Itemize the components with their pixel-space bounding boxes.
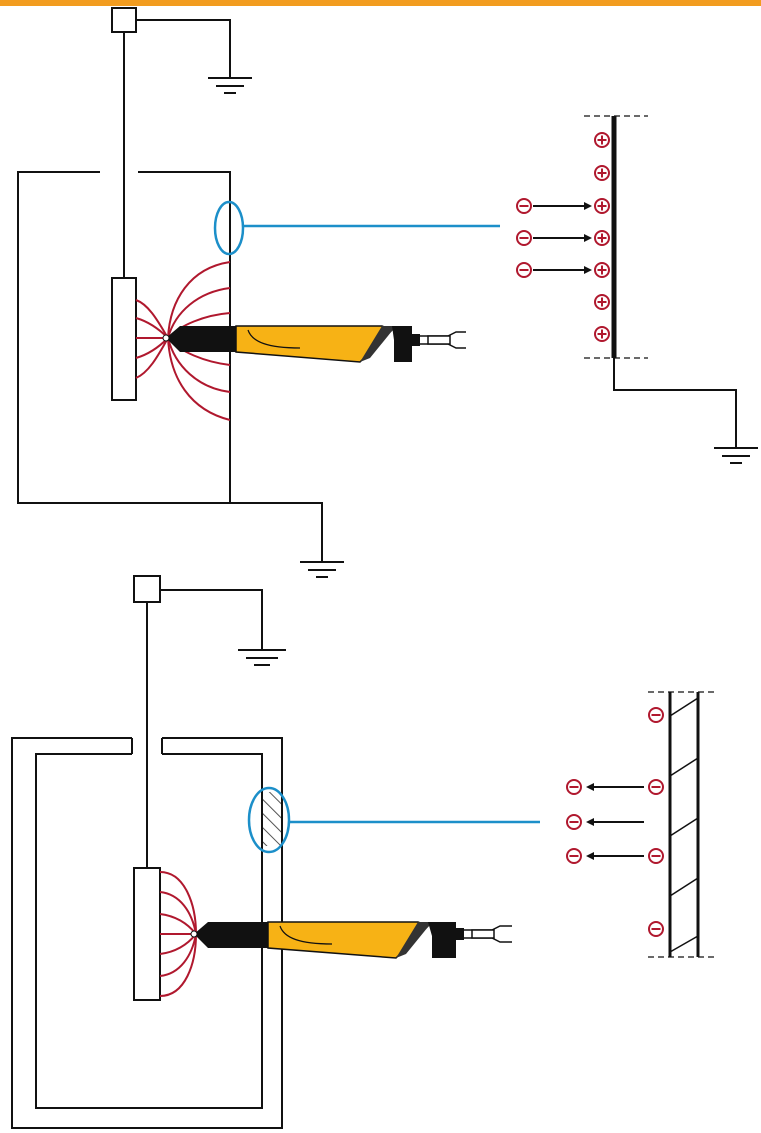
positive-charges	[594, 132, 610, 342]
minus-charge-icon	[516, 198, 532, 214]
top-accent-bar	[0, 0, 761, 6]
minus-charge-icon	[648, 848, 664, 864]
minus-charge-icon	[566, 779, 582, 795]
minus-charge-icon	[516, 230, 532, 246]
panel-conductive-booth	[17, 7, 758, 578]
electrode-terminal-box	[133, 575, 161, 603]
spray-gun-icon	[190, 921, 512, 959]
minus-charge-icon	[566, 848, 582, 864]
ground-icon	[208, 77, 252, 94]
plus-charge-icon	[594, 294, 610, 310]
plus-charge-icon	[594, 165, 610, 181]
detail-wall-hatch	[669, 697, 699, 953]
panel-insulated-booth	[11, 575, 716, 1129]
booth-wall	[17, 171, 231, 504]
surface-negative-charges	[648, 707, 664, 937]
plus-charge-icon	[594, 262, 610, 278]
electrode-plate	[133, 867, 161, 1001]
plus-charge-icon	[594, 198, 610, 214]
spray-gun-icon	[162, 325, 466, 363]
minus-charge-icon	[648, 921, 664, 937]
ground-icon	[300, 561, 344, 578]
callout-ellipse	[247, 786, 291, 854]
booth-wall	[11, 737, 283, 1129]
minus-charge-icon	[566, 814, 582, 830]
repelled-ions	[566, 779, 644, 864]
plus-charge-icon	[594, 326, 610, 342]
electrode-terminal-box	[111, 7, 137, 33]
ground-icon	[238, 649, 286, 666]
plus-charge-icon	[594, 230, 610, 246]
minus-charge-icon	[516, 262, 532, 278]
incoming-ions	[516, 198, 592, 278]
callout-ellipse	[213, 200, 245, 256]
minus-charge-icon	[648, 707, 664, 723]
ground-icon	[714, 447, 758, 464]
field-lines	[159, 871, 197, 997]
plus-charge-icon	[594, 132, 610, 148]
minus-charge-icon	[648, 779, 664, 795]
electrode-plate	[111, 277, 137, 401]
